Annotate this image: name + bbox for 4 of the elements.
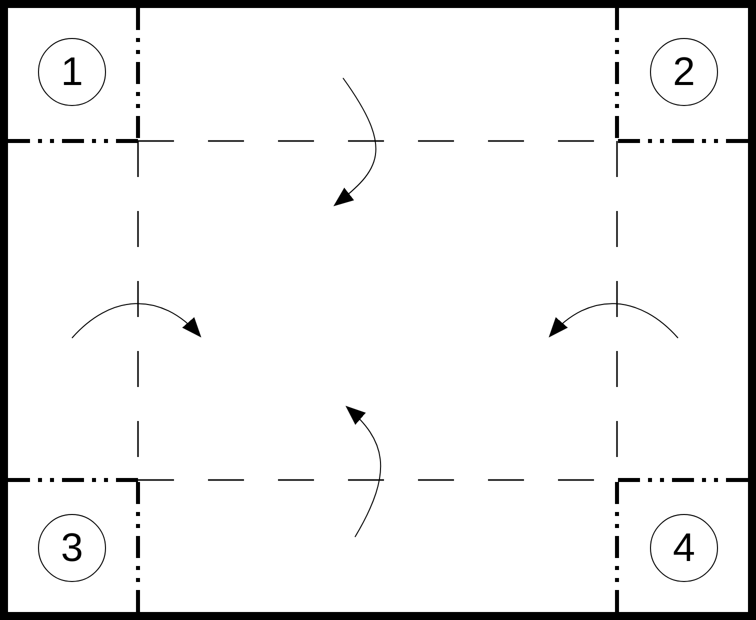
callout-number: 4 <box>672 528 696 568</box>
callout-number: 1 <box>60 52 84 92</box>
callout-number: 2 <box>672 52 696 92</box>
callout-number: 3 <box>60 528 84 568</box>
